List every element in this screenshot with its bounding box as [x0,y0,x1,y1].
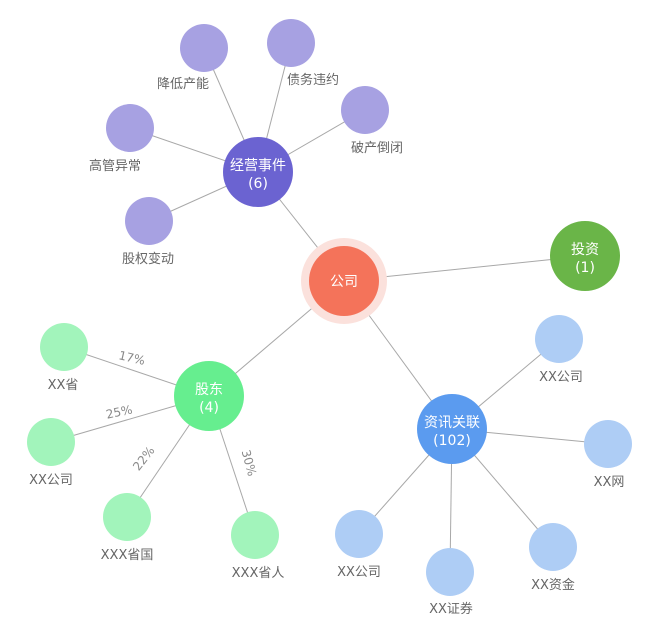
leaf-node[interactable]: XX省 [40,323,88,393]
edge-label: 22% [130,444,157,474]
company-node[interactable]: 公司 [301,238,387,324]
leaf-node[interactable]: XX公司 [27,418,75,488]
leaf-circle[interactable] [125,197,173,245]
leaf-label: XXX省人 [232,566,285,581]
leaf-node[interactable]: XX资金 [529,523,577,593]
leaf-label: XX证券 [429,601,473,617]
leaf-label: XX网 [594,475,625,490]
edge-label: 17% [117,348,146,368]
leaf-circle[interactable] [335,510,383,558]
leaf-node[interactable]: 股权变动 [122,197,174,267]
leaf-circle[interactable] [584,420,632,468]
company-label: 公司 [330,274,358,290]
hub-count: (1) [575,260,595,276]
hub-count: (4) [199,400,219,416]
leaf-circle[interactable] [341,86,389,134]
hub-circle[interactable] [223,137,293,207]
leaf-label: 降低产能 [157,77,209,92]
leaf-node[interactable]: 高管异常 [89,104,154,174]
hub-circle[interactable] [550,221,620,291]
hub-circle[interactable] [174,361,244,431]
leaf-label: XX省 [48,378,79,393]
leaf-node[interactable]: XX证券 [426,548,474,617]
leaf-node[interactable]: 债务违约 [267,19,339,88]
leaf-node[interactable]: 降低产能 [157,24,228,92]
leaf-node[interactable]: XX公司 [535,315,583,385]
hub-node-invest[interactable]: 投资 (1) [550,221,620,291]
edge-label: 25% [105,402,134,421]
hub-node-business[interactable]: 经营事件 (6) [223,137,293,207]
hub-node-news[interactable]: 资讯关联 (102) [417,394,487,464]
company-circle[interactable] [309,246,379,316]
leaf-circle[interactable] [529,523,577,571]
leaf-circle[interactable] [40,323,88,371]
hub-count: (6) [248,176,268,192]
leaf-label: 股权变动 [122,251,174,267]
leaf-label: 破产倒闭 [351,141,403,156]
leaf-label: XXX省国 [101,548,154,563]
leaf-label: XX公司 [539,370,583,385]
hub-node-holder[interactable]: 股东 (4) [174,361,244,431]
edge-label: 30% [239,448,259,477]
leaf-circle[interactable] [180,24,228,72]
leaf-node[interactable]: XX网 [584,420,632,490]
hub-label: 投资 [571,242,599,258]
leaf-node[interactable]: XXX省国 [101,493,154,563]
leaf-circle[interactable] [106,104,154,152]
hub-label: 经营事件 [230,158,286,174]
hub-label: 资讯关联 [424,415,480,431]
leaf-circle[interactable] [535,315,583,363]
hub-count: (102) [433,433,471,449]
hub-label: 股东 [195,382,223,398]
leaf-node[interactable]: 破产倒闭 [341,86,403,156]
leaf-circle[interactable] [267,19,315,67]
leaf-circle[interactable] [231,511,279,559]
leaf-node[interactable]: XX公司 [335,510,383,580]
leaf-label: 债务违约 [287,72,339,88]
leaf-label: XX公司 [29,473,73,488]
hub-circle[interactable] [417,394,487,464]
leaf-label: 高管异常 [89,158,141,174]
leaf-label: XX公司 [337,565,381,580]
leaf-circle[interactable] [426,548,474,596]
leaf-circle[interactable] [103,493,151,541]
leaf-label: XX资金 [531,577,575,593]
leaf-node[interactable]: XXX省人 [231,511,284,581]
leaf-circle[interactable] [27,418,75,466]
